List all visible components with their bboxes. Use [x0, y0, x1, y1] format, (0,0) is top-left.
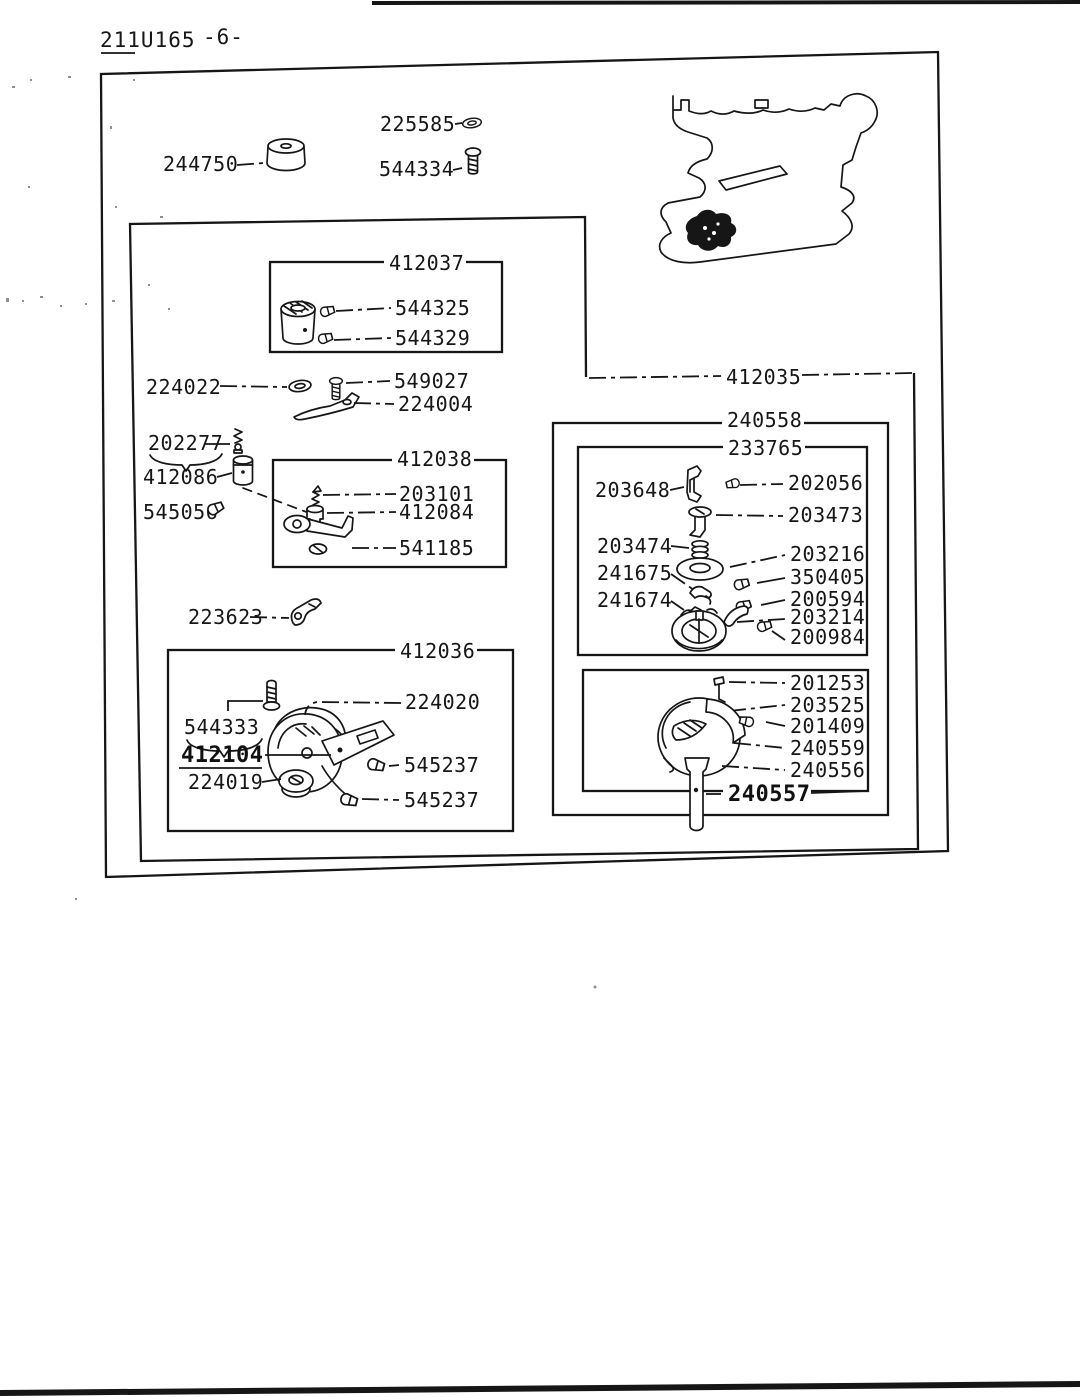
part-label-202056: 202056 — [788, 471, 863, 495]
box-233765 — [576, 445, 869, 657]
bobbin-drawing — [266, 138, 306, 172]
hook-assembly-drawing — [657, 697, 746, 777]
box-label-240557: 240557 — [728, 782, 810, 807]
top-screw-drawing — [464, 147, 482, 175]
main-frame — [99, 50, 950, 879]
machine-silhouette — [658, 93, 878, 264]
box-label-412035: 412035 — [726, 365, 801, 389]
top-washer-drawing — [461, 116, 483, 130]
part-label-412086: 412086 — [143, 465, 218, 489]
brace-202277 — [149, 453, 223, 472]
part-label-544325: 544325 — [395, 296, 470, 320]
case-assy-drawing — [267, 706, 395, 799]
scan-specks — [6, 76, 597, 989]
part-label-240556: 240556 — [790, 758, 865, 782]
arm-spring-drawing — [311, 485, 322, 506]
part-label-224019: 224019 — [188, 770, 263, 794]
part-label-240559: 240559 — [790, 736, 865, 760]
assembly-dash-line — [242, 487, 310, 514]
part-label-203473: 203473 — [788, 503, 863, 527]
part-label-244750: 244750 — [163, 152, 238, 176]
part-label-241674: 241674 — [597, 588, 672, 612]
part-label-202277: 202277 — [148, 431, 223, 455]
arm-assy-drawing — [283, 514, 354, 555]
box-240558 — [551, 421, 890, 817]
box-412038 — [271, 458, 508, 569]
clip-a-drawing — [689, 585, 712, 605]
slide-plate — [718, 165, 788, 191]
case-set-screw-a-drawing — [365, 756, 386, 774]
box-label-233765: 233765 — [728, 436, 803, 460]
brace-544333 — [186, 738, 263, 758]
tension-spring-drawing — [233, 428, 243, 454]
box-label-412036: 412036 — [400, 639, 475, 663]
gear-screw-a-drawing — [318, 304, 336, 319]
latch-stud-drawing — [688, 506, 712, 538]
latch-drawing — [686, 465, 702, 503]
part-label-200594: 200594 — [790, 587, 865, 611]
feed-washer-drawing — [287, 378, 313, 394]
part-label-203101: 203101 — [399, 482, 474, 506]
machine-top-tab — [754, 99, 769, 109]
case-washer-drawing — [676, 557, 724, 581]
case-set-screw-b-drawing — [338, 791, 359, 809]
part-label-544334: 544334 — [379, 157, 454, 181]
part-label-224022: 224022 — [146, 375, 221, 399]
part-label-224004: 224004 — [398, 392, 473, 416]
bottom-rule — [0, 1381, 1080, 1396]
gear-screw-b-drawing — [316, 331, 334, 346]
part-label-203525: 203525 — [790, 693, 865, 717]
part-label-545056: 545056 — [143, 500, 218, 524]
bushing-drawing — [232, 455, 254, 486]
part-label-203474: 203474 — [597, 534, 672, 558]
part-label-203214: 203214 — [790, 605, 865, 629]
box-label-412037: 412037 — [389, 251, 464, 275]
box-label-240558: 240558 — [727, 408, 802, 432]
part-label-549027: 549027 — [394, 369, 469, 393]
hook-area-blob — [685, 209, 737, 251]
leader-224020 — [304, 701, 402, 716]
top-rule — [372, 0, 1080, 5]
doc-code: 211U165 — [100, 28, 196, 52]
part-label-412104: 412104 — [181, 743, 263, 768]
hook-screw-c-drawing — [755, 619, 773, 634]
latch-screw-drawing — [725, 477, 741, 490]
part-label-203216: 203216 — [790, 542, 865, 566]
feed-screw-drawing — [328, 376, 344, 401]
hook-shaft-drawing — [684, 757, 710, 832]
feed-lever-drawing — [293, 392, 360, 421]
part-label-201253: 201253 — [790, 671, 865, 695]
box-412036 — [166, 648, 515, 833]
latch-spring-drawing — [691, 539, 709, 560]
pin-drawing — [713, 676, 726, 703]
part-label-412084: 412084 — [399, 500, 474, 524]
part-label-225585: 225585 — [380, 112, 455, 136]
part-label-200984: 200984 — [790, 625, 865, 649]
part-label-544333: 544333 — [184, 715, 259, 739]
page-number: -6- — [203, 25, 244, 49]
hook-screw-a-drawing — [732, 576, 751, 592]
part-label-201409: 201409 — [790, 714, 865, 738]
part-label-545237-a: 545237 — [404, 753, 479, 777]
box-412035-outline — [128, 215, 920, 863]
part-label-545237-b: 545237 — [404, 788, 479, 812]
part-label-224020: 224020 — [405, 690, 480, 714]
box-label-412038: 412038 — [397, 447, 472, 471]
part-label-350405: 350405 — [790, 565, 865, 589]
part-label-203648: 203648 — [595, 478, 670, 502]
gear-drawing — [280, 300, 316, 345]
part-label-544329: 544329 — [395, 326, 470, 350]
stop-lever-drawing — [290, 598, 322, 626]
bobbin-case-drawing — [671, 605, 749, 652]
part-label-241675: 241675 — [597, 561, 672, 585]
case-screw-drawing — [262, 679, 281, 711]
part-label-541185: 541185 — [399, 536, 474, 560]
